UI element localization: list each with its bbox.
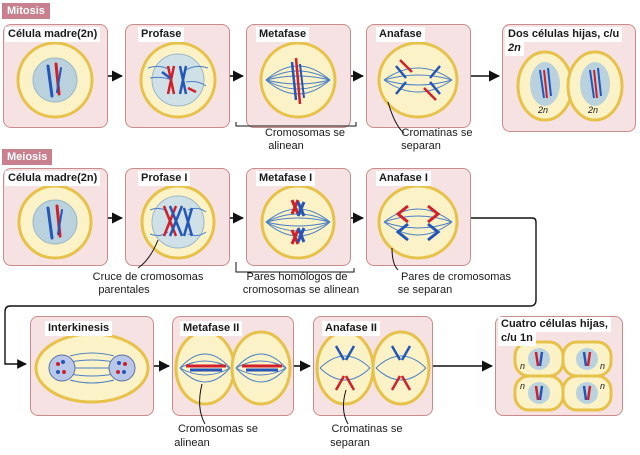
meiosis-caption-crossing-line2: parentales — [98, 284, 150, 296]
meiosis-label-four-daughters-line1: Cuatro células hijas, — [498, 317, 611, 332]
meiosis-label-metafase-2: Metafase II — [180, 321, 243, 336]
meiosis-metafase-2-cells — [174, 330, 292, 406]
meiosis-interkinesis-cell — [34, 332, 150, 404]
mitosis-label-metafase: Metafase — [256, 27, 310, 42]
meiosis-cell-mark-3: n — [520, 381, 526, 391]
mitosis-label-daughters-line1: Dos células hijas, c/u — [505, 27, 623, 42]
meiosis-caption-align-line1: Cromosomas se — [177, 423, 259, 435]
mitosis-caption-align-line1: Cromosomas se — [264, 127, 346, 139]
mitosis-caption-separate-line1: Cromatinas se — [401, 127, 473, 139]
meiosis-caption-crossing-line1: Cruce de cromosomas — [92, 271, 204, 283]
meiosis-label-mother-cell: Célula madre(2n) — [5, 171, 101, 186]
meiosis-label-four-daughters-line2: c/u 1n — [498, 331, 536, 346]
meiosis-caption-homologous-line2: cromosomas se alinean — [242, 284, 360, 296]
mitosis-metafase-cell — [259, 41, 337, 119]
mitosis-caption-align-line2: alinean — [268, 140, 304, 152]
mitosis-cell-mark-left: 2n — [538, 105, 549, 115]
meiosis-row2-caption-brackets — [199, 383, 349, 425]
meiosis-connector-arrow — [4, 217, 537, 369]
meiosis-metafase-1-cell — [260, 184, 336, 260]
mitosis-anafase-cell — [377, 41, 459, 119]
meiosis-label-metafase-1: Metafase I — [256, 171, 316, 186]
mitosis-profase-cell — [139, 41, 217, 119]
meiosis-row1-caption-brackets — [137, 239, 399, 273]
meiosis-four-daughter-cells — [513, 340, 613, 412]
meiosis-anafase-2-cells — [315, 330, 431, 406]
meiosis-mother-cell — [17, 184, 93, 260]
meiosis-anafase-1-cell — [377, 184, 459, 260]
meiosis-tag: Meiosis — [2, 149, 53, 165]
meiosis-profase-1-cell — [140, 184, 216, 260]
mitosis-caption-brackets — [235, 101, 405, 134]
mitosis-label-daughters-line2: 2n — [505, 41, 524, 56]
mitosis-tag: Mitosis — [2, 3, 50, 19]
meiosis-cell-mark-1: n — [520, 361, 526, 371]
meiosis-label-anafase-2: Anafase II — [322, 321, 380, 336]
mitosis-label-anafase: Anafase — [376, 27, 425, 42]
meiosis-label-profase-1: Profase I — [138, 171, 191, 186]
mitosis-caption-separate-line2: separan — [401, 140, 441, 152]
mitosis-mother-cell — [16, 41, 94, 119]
meiosis-caption-separate-line2: separan — [330, 437, 370, 449]
mitosis-label-mother-cell: Célula madre(2n) — [5, 27, 101, 42]
meiosis-caption-separate-line1: Cromatinas se — [331, 423, 403, 435]
meiosis-caption-homologous-line1: Pares homólogos de — [246, 271, 348, 283]
meiosis-label-anafase-1: Anafase I — [376, 171, 431, 186]
mitosis-daughter-cells — [516, 50, 624, 122]
mitosis-cell-mark-right: 2n — [588, 105, 599, 115]
meiosis-caption-align-line2: alinean — [174, 437, 210, 449]
meiosis-caption-pairs-line2: se separan — [397, 284, 453, 296]
meiosis-label-interkinesis: Interkinesis — [45, 321, 113, 336]
mitosis-label-profase: Profase — [138, 27, 185, 42]
meiosis-caption-pairs-line1: Pares de cromosomas — [400, 271, 512, 283]
meiosis-cell-mark-4: n — [600, 381, 606, 391]
meiosis-cell-mark-2: n — [600, 361, 606, 371]
